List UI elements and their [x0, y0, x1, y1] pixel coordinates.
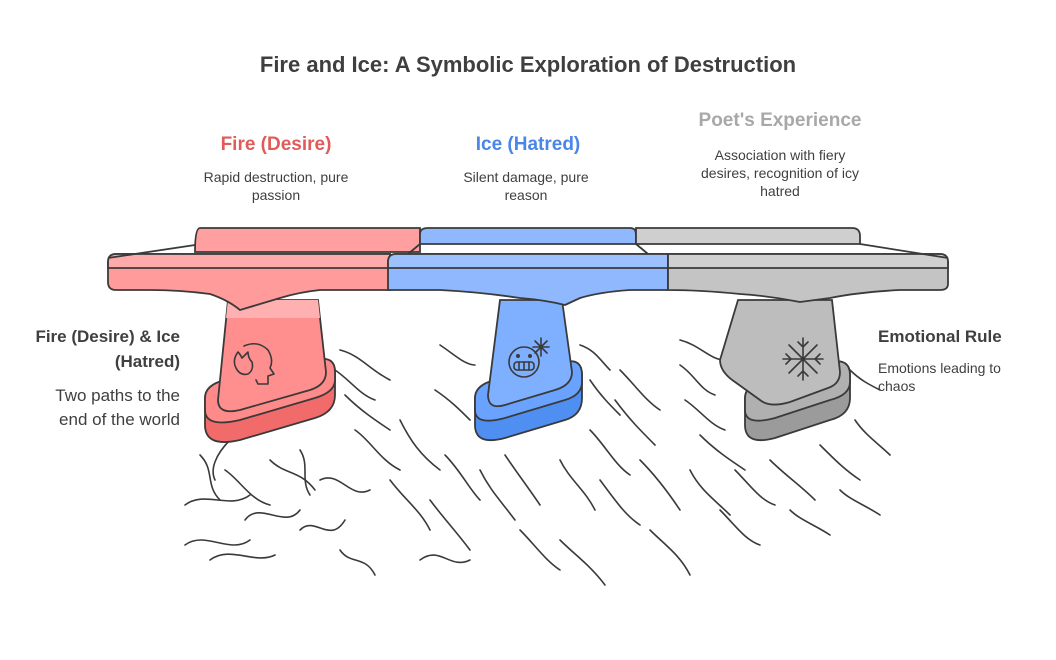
fire-head-icon [233, 342, 275, 385]
diagram-title: Fire and Ice: A Symbolic Exploration of … [259, 52, 797, 77]
ice-description: Silent damage, pure reason [463, 169, 589, 203]
ripple-lines [184, 339, 891, 586]
poet-description: Association with fiery desires, recognit… [701, 147, 859, 199]
left-description: Two paths to the end of the world [55, 386, 180, 429]
freezing-face-icon [508, 337, 550, 378]
poet-pillar [719, 299, 851, 442]
poet-slab [635, 227, 949, 303]
fire-description: Rapid destruction, pure passion [203, 169, 349, 203]
ice-slab [387, 227, 669, 306]
right-description: Emotions leading to chaos [878, 360, 1001, 394]
fire-pillar [204, 299, 336, 443]
right-heading: Emotional Rule [878, 327, 1002, 346]
fire-heading: Fire (Desire) [220, 134, 332, 155]
left-heading: Fire (Desire) & Ice (Hatred) [35, 327, 180, 371]
snowflake-icon [782, 337, 824, 381]
ice-pillar [474, 299, 583, 442]
ice-heading: Ice (Hatred) [475, 134, 581, 155]
fire-slab [107, 227, 421, 312]
poet-heading: Poet's Experience [698, 110, 862, 131]
